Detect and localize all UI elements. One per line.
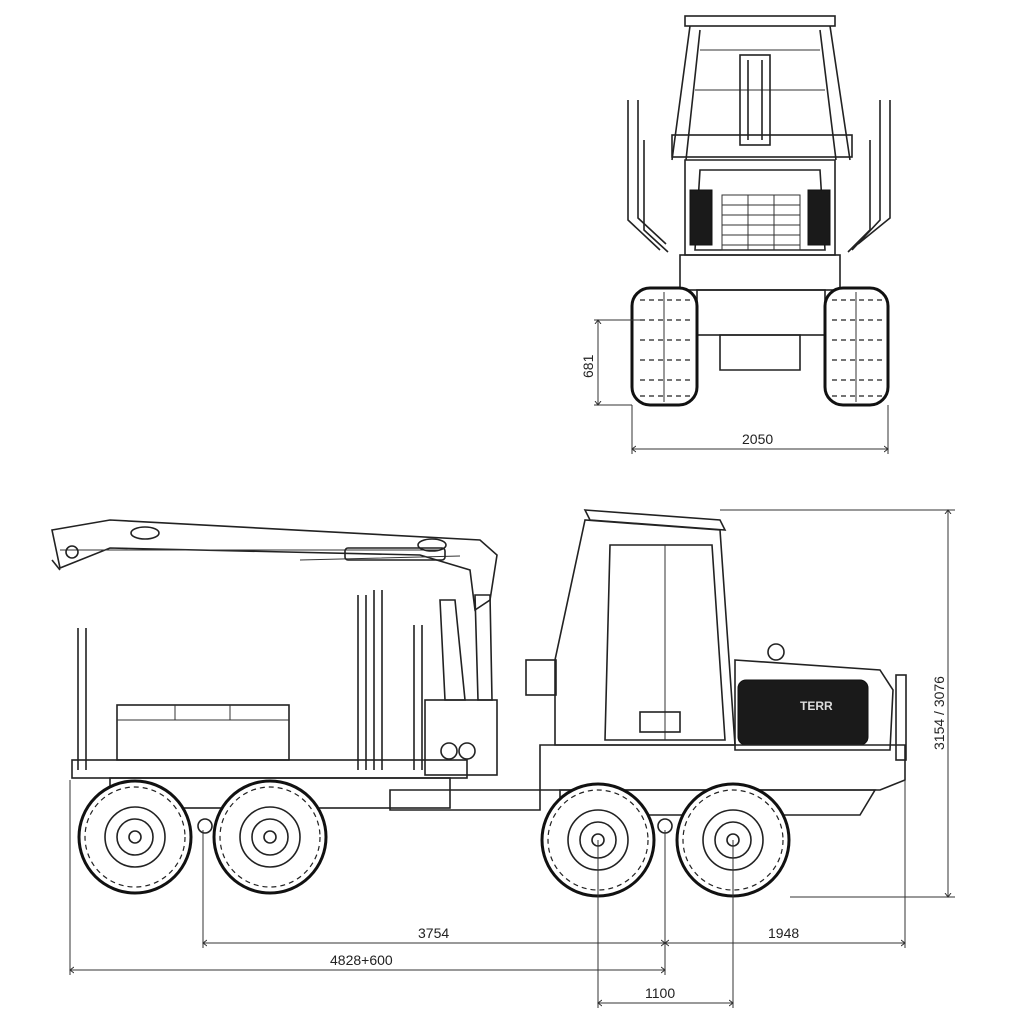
dimension-label: 1100 bbox=[645, 985, 675, 1001]
dimension-height: 3154 / 3076 bbox=[720, 510, 955, 897]
dimension-front-overhang: 1948 bbox=[665, 925, 905, 943]
dimension-width: 2050 bbox=[632, 405, 888, 454]
dimension-label: 1948 bbox=[768, 925, 799, 941]
wheel-rear-2 bbox=[212, 779, 328, 895]
dimension-ground-clearance: 681 bbox=[580, 320, 640, 405]
side-view: TERR 3154 / 3076 bbox=[51, 509, 955, 1008]
cab-roof bbox=[583, 509, 727, 531]
dimension-label: 3754 bbox=[418, 925, 449, 941]
dimension-rear-length: 4828+600 bbox=[70, 952, 665, 970]
dimension-label: 681 bbox=[580, 354, 596, 378]
brand-text: TERR bbox=[800, 699, 833, 713]
dimension-label: 2050 bbox=[742, 431, 773, 447]
dimension-wheelbase: 3754 bbox=[203, 925, 665, 943]
dimension-bogie-spacing: 1100 bbox=[598, 985, 733, 1003]
wheel-rear-1 bbox=[77, 779, 193, 895]
dimension-label: 4828+600 bbox=[330, 952, 393, 968]
dimension-label: 3154 / 3076 bbox=[931, 676, 947, 750]
front-view: 681 2050 bbox=[580, 15, 891, 454]
